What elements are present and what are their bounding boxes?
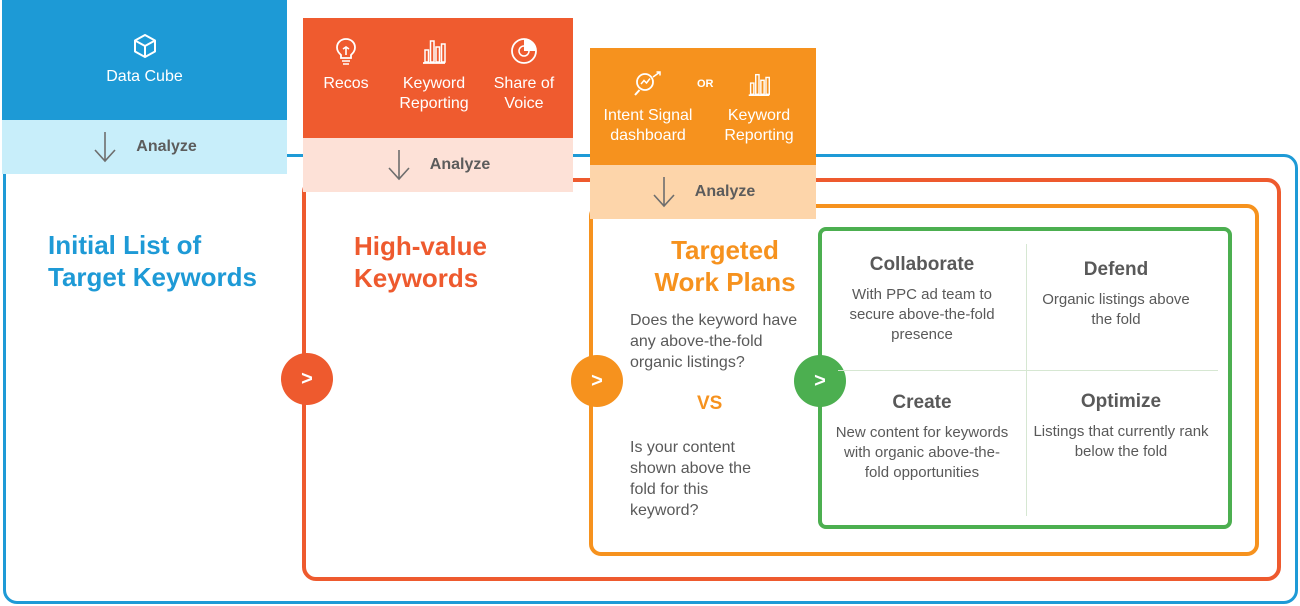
cube-icon xyxy=(134,34,156,58)
next-stage-arrow-red: > xyxy=(281,353,333,405)
quadrant-heading: Collaborate xyxy=(869,254,975,275)
data-cube-label: Data Cube xyxy=(106,68,183,85)
tool-intent-signal-dashboard: Intent Signal dashboard xyxy=(598,70,698,146)
next-stage-arrow-orange: > xyxy=(571,355,623,407)
quadrant-text: With PPC ad team to secure above-the-fol… xyxy=(849,286,995,343)
magnifier-chart-icon xyxy=(634,71,661,96)
question-content-shown: Is your content shown above the fold for… xyxy=(630,439,751,519)
lightbulb-icon xyxy=(336,38,356,65)
tool-recos: Recos xyxy=(301,36,391,94)
down-arrow-icon xyxy=(388,150,410,181)
quadrant-text: Organic listings above the fold xyxy=(1042,291,1190,328)
vs-label: VS xyxy=(697,393,723,414)
pie-chart-icon xyxy=(511,38,537,64)
stage2-tools-card: Recos Keyword Reporting Share of Voice xyxy=(303,18,573,138)
quadrant-defend: Defend Organic listings above the fold xyxy=(1030,259,1202,330)
tool-keyword-reporting-2: Keyword Reporting xyxy=(714,70,804,146)
tool-share-of-voice-label: Share of Voice xyxy=(493,75,555,112)
next-stage-arrow-green: > xyxy=(794,355,846,407)
tool-share-of-voice: Share of Voice xyxy=(479,36,569,114)
data-cube-card: Data Cube xyxy=(2,0,287,120)
quadrant-divider-vertical xyxy=(1026,244,1027,516)
stage3-tools-card: Intent Signal dashboard Keyword Reportin… xyxy=(590,48,816,165)
quadrant-heading: Defend xyxy=(1083,259,1149,280)
quadrant-optimize: Optimize Listings that currently rank be… xyxy=(1030,391,1212,462)
quadrant-text: New content for keywords with organic ab… xyxy=(835,424,1009,481)
or-label: OR xyxy=(697,78,714,90)
down-arrow-icon xyxy=(653,177,675,208)
tool-recos-label: Recos xyxy=(323,75,369,92)
stage1-analyze-band: Analyze xyxy=(2,120,287,174)
quadrant-divider-horizontal xyxy=(838,370,1218,371)
tool-keyword-reporting-2-label: Keyword Reporting xyxy=(724,107,794,144)
tool-intent-signal-label: Intent Signal dashboard xyxy=(603,107,693,144)
quadrant-text: Listings that currently rank below the f… xyxy=(1033,423,1209,460)
quadrant-create: Create New content for keywords with org… xyxy=(834,392,1010,483)
quadrant-collaborate: Collaborate With PPC ad team to secure a… xyxy=(834,254,1010,345)
question-above-fold-listings: Does the keyword have any above-the-fold… xyxy=(630,312,798,371)
quadrant-heading: Optimize xyxy=(1080,391,1162,412)
stage2-analyze-label: Analyze xyxy=(429,156,491,173)
stage3-analyze-band: Analyze xyxy=(590,165,816,219)
initial-list-title: Initial List of Target Keywords xyxy=(48,230,258,292)
stage3-analyze-label: Analyze xyxy=(694,183,756,200)
targeted-work-plans-title: Targeted Work Plans xyxy=(654,235,796,297)
quadrant-heading: Create xyxy=(892,392,952,413)
stage2-analyze-band: Analyze xyxy=(303,138,573,192)
tool-keyword-reporting: Keyword Reporting xyxy=(389,36,479,114)
tool-keyword-reporting-label: Keyword Reporting xyxy=(399,75,469,112)
stage1-analyze-label: Analyze xyxy=(136,138,197,155)
bar-chart-icon xyxy=(748,73,770,97)
bar-chart-icon xyxy=(423,40,446,64)
down-arrow-icon xyxy=(94,132,116,163)
high-value-keywords-title: High-value Keywords xyxy=(354,231,487,293)
